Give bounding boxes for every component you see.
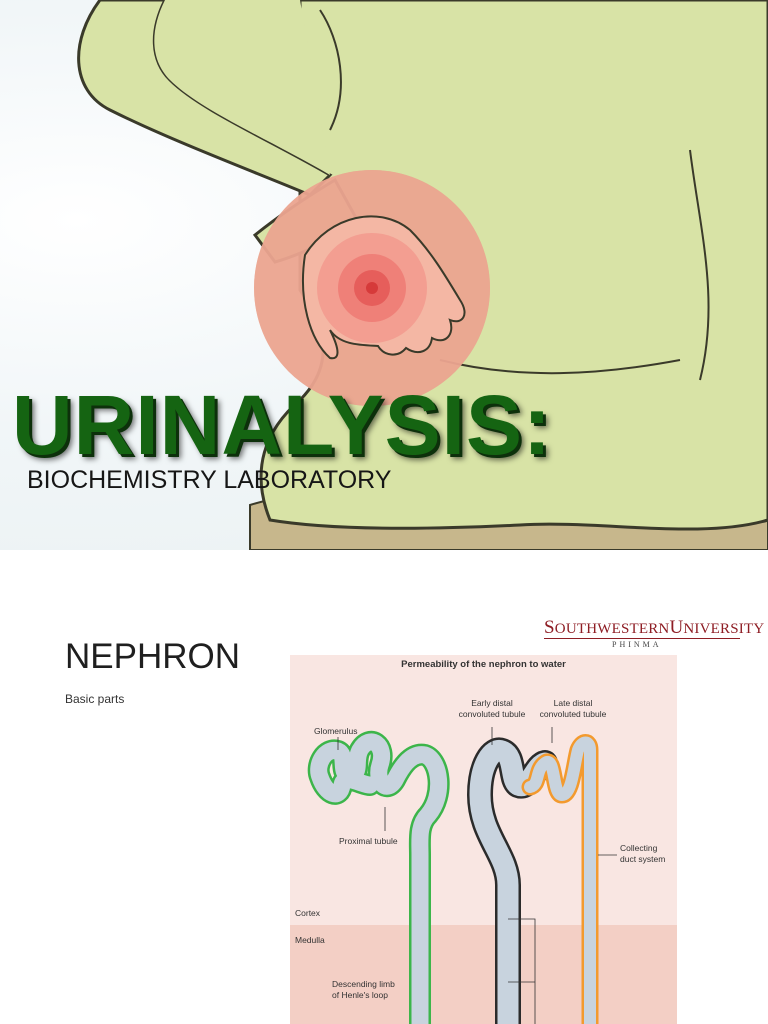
presentation-title: URINALYSIS:: [12, 378, 552, 472]
university-logo: SOUTHWESTERNUNIVERSITY PHINMA: [544, 617, 764, 649]
logo-divider: [544, 638, 740, 639]
presentation-subtitle: BIOCHEMISTRY LABORATORY: [27, 466, 392, 494]
nephron-diagram: Permeability of the nephron to water Glo…: [290, 655, 677, 1024]
glomerulus-label: Glomerulus: [314, 726, 358, 736]
back-pain-illustration: [77, 0, 768, 550]
logo-name: SOUTHWESTERNUNIVERSITY: [544, 617, 765, 638]
medulla-region: [290, 925, 677, 1024]
slide-subheading: Basic parts: [65, 692, 125, 706]
proximal-tubule-label: Proximal tubule: [339, 836, 398, 846]
diagram-title: Permeability of the nephron to water: [401, 659, 566, 670]
slide-heading: NEPHRON: [65, 637, 241, 676]
logo-tagline: PHINMA: [612, 640, 662, 649]
nephron-slide: SOUTHWESTERNUNIVERSITY PHINMA NEPHRON Ba…: [0, 550, 768, 1024]
cortex-label: Cortex: [295, 908, 321, 918]
medulla-label: Medulla: [295, 935, 325, 945]
nephron-drawing: [290, 655, 677, 1024]
title-slide: URINALYSIS: BIOCHEMISTRY LABORATORY: [0, 0, 768, 550]
